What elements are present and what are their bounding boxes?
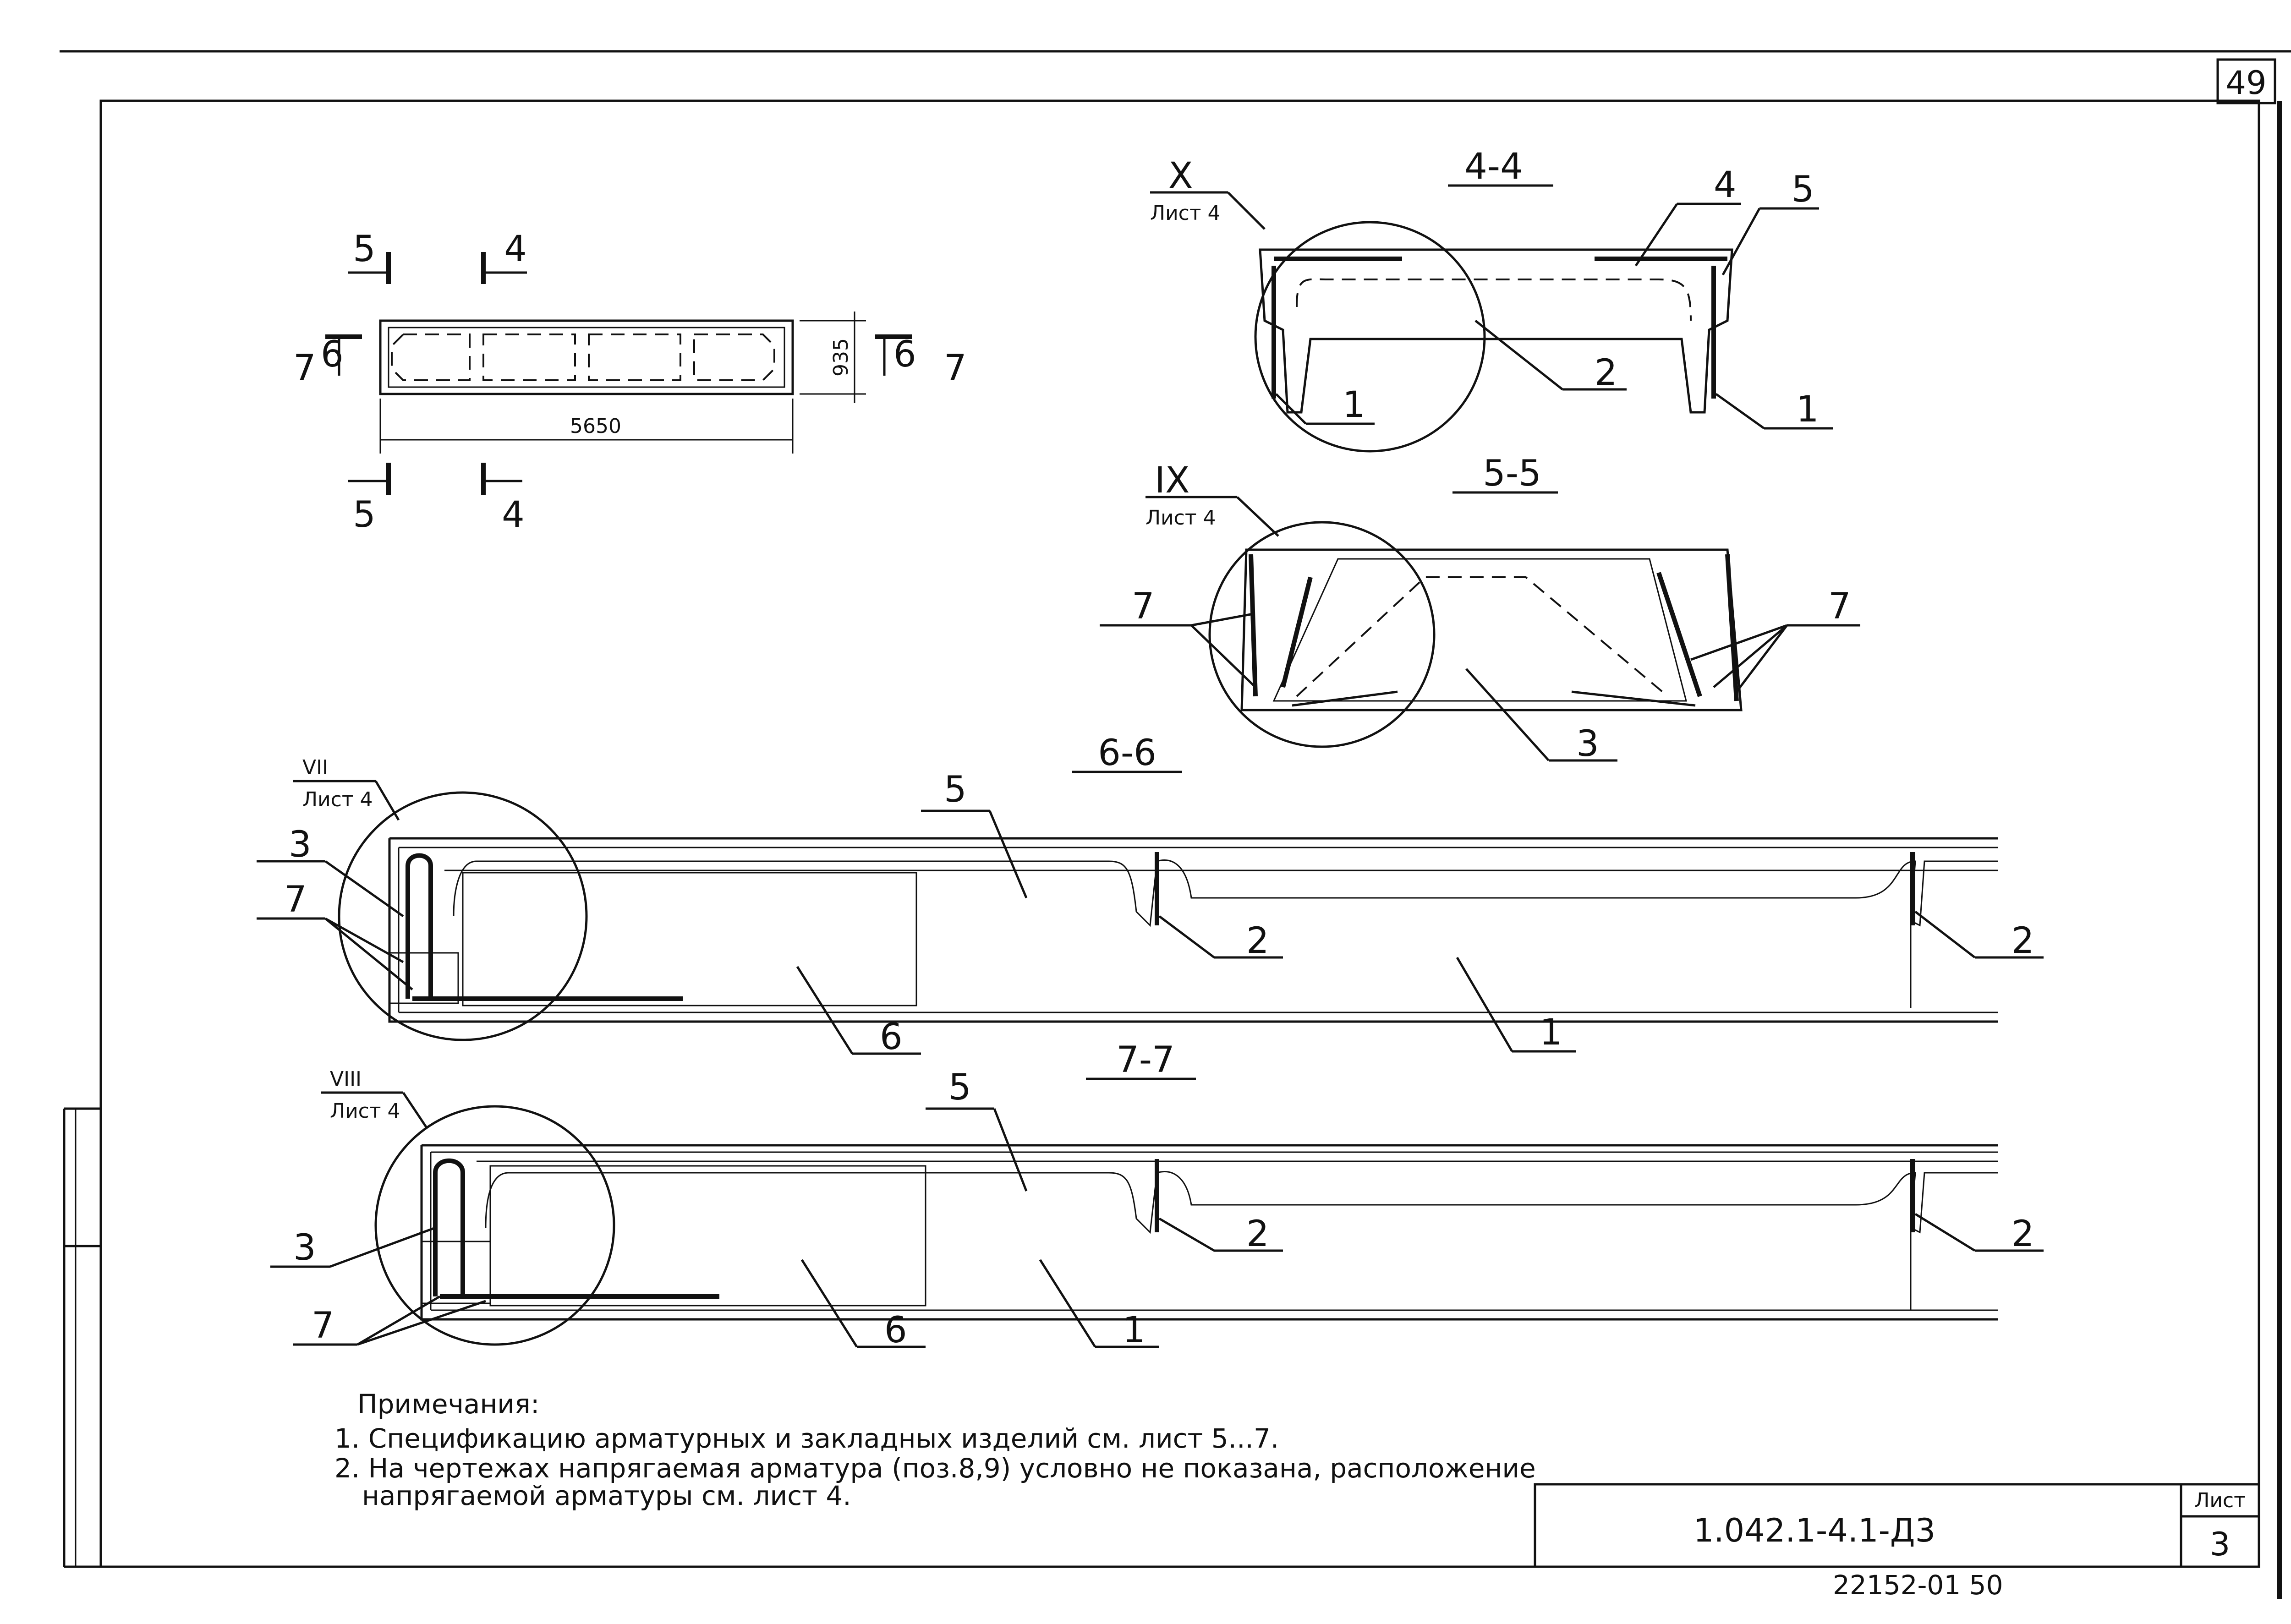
section-7-7-label-5: 5 <box>948 1067 971 1108</box>
section-7-7-label-6: 6 <box>884 1310 907 1351</box>
section-5-5-title: 5-5 <box>1483 453 1541 494</box>
section-6-6: 6-6 VII Лист 4 5 3 7 2 2 6 1 <box>257 733 2044 1058</box>
sheet-number: 3 <box>2210 1526 2231 1563</box>
section-4-4-label-1b: 1 <box>1796 389 1819 430</box>
plan-view: 5650 935 5 4 5 4 7 6 6 7 <box>293 229 967 536</box>
plan-height-dimension: 935 <box>829 338 853 377</box>
section-7-7-callout-top: VIII <box>330 1067 362 1091</box>
note-item-3: напрягаемой арматуры см. лист 4. <box>362 1480 851 1511</box>
section-7-7-label-3: 3 <box>293 1227 316 1269</box>
section-6-6-label-7: 7 <box>284 879 307 920</box>
sheet-frame: 49 <box>60 50 2291 1599</box>
notes-heading: Примечания: <box>357 1389 539 1420</box>
section-6-6-label-2a: 2 <box>1246 920 1269 962</box>
section-7-7-label-7: 7 <box>312 1305 334 1346</box>
cut-6-right-label: 6 <box>893 334 916 375</box>
cut-6-left-label: 6 <box>321 334 344 375</box>
cut-5-top-label: 5 <box>353 229 376 270</box>
section-4-4-callout-top: X <box>1168 155 1193 197</box>
section-4-4-label-4: 4 <box>1714 164 1737 206</box>
note-item-2: 2. На чертежах напрягаемая арматура (поз… <box>334 1453 1536 1484</box>
section-4-4-title: 4-4 <box>1464 146 1523 187</box>
section-6-6-label-2b: 2 <box>2011 920 2034 962</box>
section-6-6-label-5: 5 <box>944 769 967 810</box>
section-7-7-title: 7-7 <box>1116 1039 1174 1081</box>
cut-7-right-label: 7 <box>944 348 967 389</box>
section-4-4-label-1a: 1 <box>1343 384 1365 426</box>
sheet-label: Лист <box>2194 1489 2246 1512</box>
section-7-7-label-2a: 2 <box>1246 1214 1269 1255</box>
section-6-6-label-3: 3 <box>289 824 312 865</box>
doc-code: 1.042.1-4.1-Д3 <box>1694 1512 1935 1549</box>
section-5-5: 5-5 IX Лист 4 7 7 3 <box>1100 453 1860 765</box>
section-5-5-label-7-left: 7 <box>1132 586 1155 627</box>
note-item-1: 1. Спецификацию арматурных и закладных и… <box>334 1423 1279 1454</box>
cut-5-bottom-label: 5 <box>353 494 376 536</box>
section-4-4-label-5: 5 <box>1792 169 1814 210</box>
section-7-7-label-1: 1 <box>1123 1310 1146 1351</box>
section-6-6-callout-bottom: Лист 4 <box>302 788 373 811</box>
section-4-4-label-2: 2 <box>1595 352 1617 394</box>
cut-4-bottom-label: 4 <box>502 494 525 536</box>
sheet-corner-number: 49 <box>2225 64 2266 102</box>
section-7-7-label-2b: 2 <box>2011 1214 2034 1255</box>
notes-block: Примечания: 1. Спецификацию арматурных и… <box>334 1389 1536 1511</box>
section-7-7: 7-7 VIII Лист 4 5 3 7 2 2 6 1 <box>270 1039 2044 1351</box>
section-5-5-callout-top: IX <box>1155 460 1189 501</box>
section-5-5-label-3: 3 <box>1576 723 1599 765</box>
bottom-stamp: 22152-01 50 <box>1833 1569 2003 1601</box>
section-5-5-label-7-right: 7 <box>1828 586 1851 627</box>
section-6-6-callout-top: VII <box>302 756 328 779</box>
section-4-4-callout-bottom: Лист 4 <box>1150 202 1220 225</box>
section-6-6-title: 6-6 <box>1098 733 1156 774</box>
section-4-4: 4-4 X Лист 4 4 5 2 1 1 <box>1150 146 1833 453</box>
section-7-7-callout-bottom: Лист 4 <box>330 1099 400 1123</box>
title-block: 1.042.1-4.1-Д3 Лист 3 22152-01 50 <box>1534 1483 2260 1601</box>
section-6-6-label-1: 1 <box>1540 1012 1562 1053</box>
cut-7-left-label: 7 <box>293 348 316 389</box>
plan-length-dimension: 5650 <box>570 415 621 438</box>
section-6-6-label-6: 6 <box>880 1017 903 1058</box>
section-5-5-callout-bottom: Лист 4 <box>1146 506 1216 530</box>
cut-4-top-label: 4 <box>504 229 527 270</box>
